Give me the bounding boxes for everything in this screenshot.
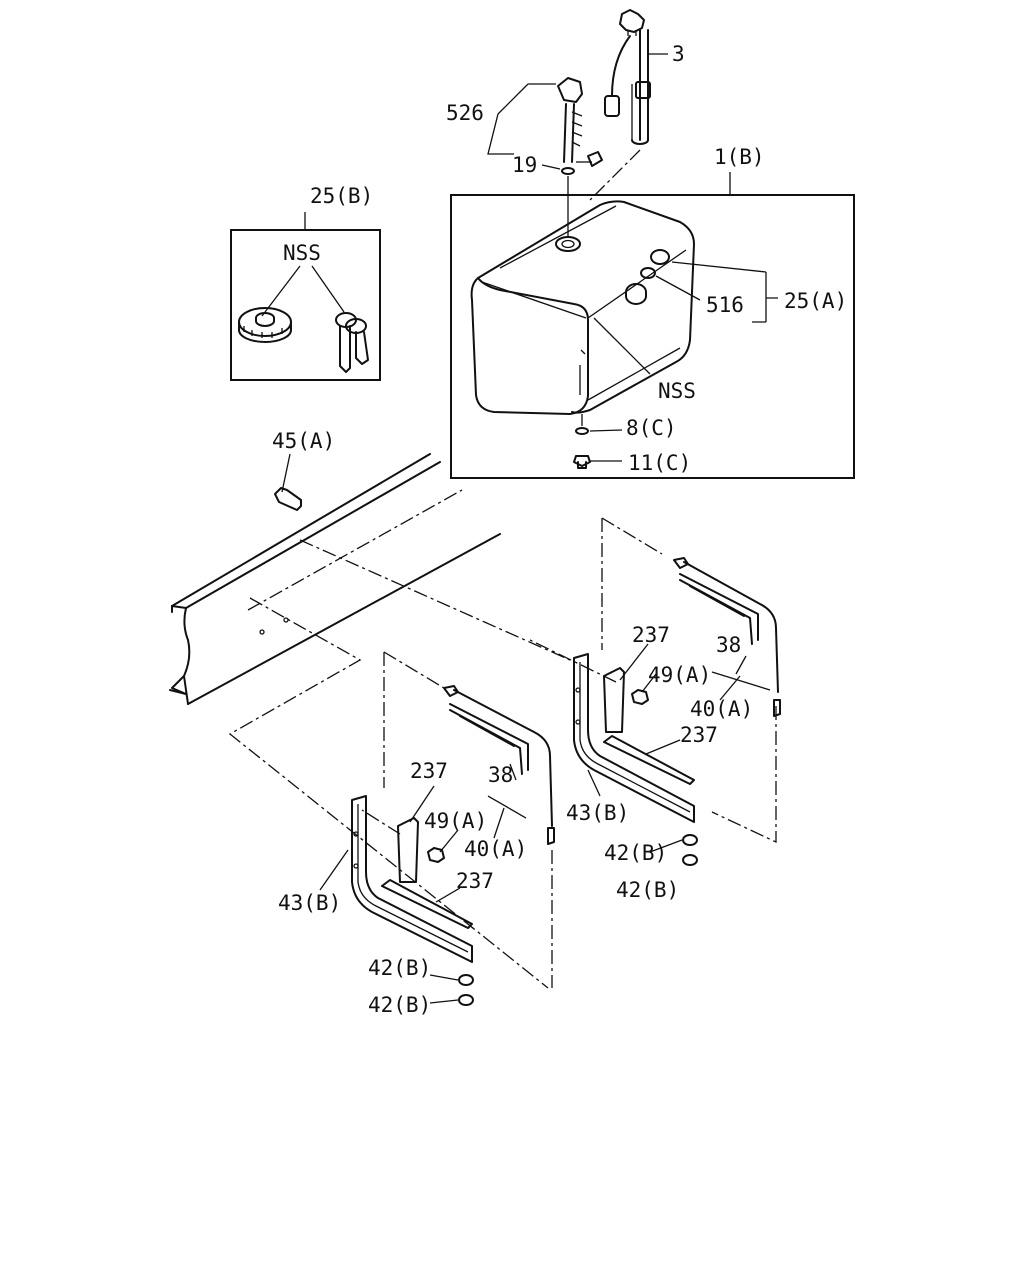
mounting-bolt-45a [274,487,302,511]
label-42b-left-lower: 42(B) [368,993,431,1017]
tank-assembly-box [450,194,855,479]
label-8c: 8(C) [626,416,677,440]
drain-plug-11c [573,455,591,469]
label-237-left-lower: 237 [456,869,494,893]
label-40a-right: 40(A) [690,697,753,721]
label-40a-left: 40(A) [464,837,527,861]
filler-neck-assembly [557,77,603,167]
label-42b-right-lower: 42(B) [616,878,679,902]
label-45a: 45(A) [272,429,335,453]
label-526: 526 [446,101,484,125]
label-43b-left: 43(B) [278,891,341,915]
label-49a-left: 49(A) [424,809,487,833]
nut-42b-left-1 [458,974,474,986]
label-38-right: 38 [716,633,741,657]
label-42b-left-upper: 42(B) [368,956,431,980]
chassis-frame-rail [169,453,501,705]
label-nss-cap: NSS [283,241,321,265]
fuel-tank [470,200,695,415]
right-bracket-assembly [529,517,781,844]
washer-19 [561,167,575,175]
fuel-cap-with-keys [238,307,369,373]
label-3: 3 [672,42,685,66]
nut-42b-left-2 [458,994,474,1006]
label-49a-right: 49(A) [648,663,711,687]
label-38-left: 38 [488,763,513,787]
left-bracket-assembly [351,651,555,988]
label-25b: 25(B) [310,184,373,208]
drain-washer-8c [575,427,589,435]
label-43b-right: 43(B) [566,801,629,825]
nut-49a-left [427,847,445,863]
label-42b-right-upper: 42(B) [604,841,667,865]
label-237-right-lower: 237 [680,723,718,747]
label-25a: 25(A) [784,289,847,313]
nut-42b-right-1 [682,834,698,846]
label-11c: 11(C) [628,451,691,475]
label-19: 19 [512,153,537,177]
label-237-right-upper: 237 [632,623,670,647]
label-nss-tank: NSS [658,379,696,403]
leader-lines [261,53,778,1004]
fuel-sender-unit [604,9,651,145]
label-237-left-upper: 237 [410,759,448,783]
nut-49a-right [631,689,649,705]
label-516: 516 [706,293,744,317]
label-1b: 1(B) [714,145,765,169]
nut-42b-right-2 [682,854,698,866]
